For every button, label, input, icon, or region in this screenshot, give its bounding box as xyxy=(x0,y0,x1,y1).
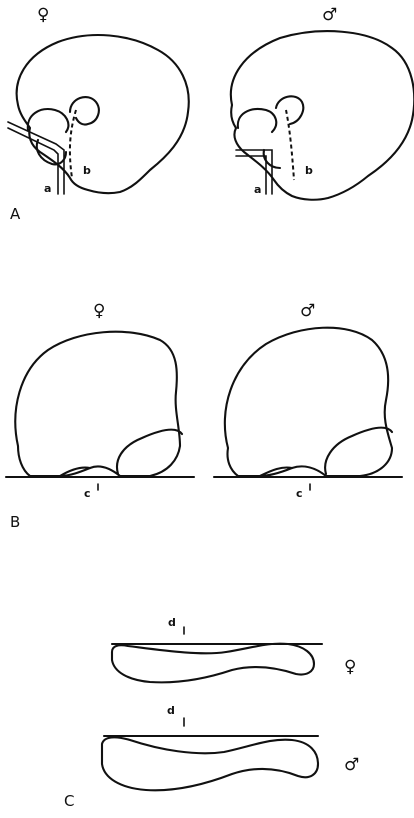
brain-outline xyxy=(225,328,392,476)
line-a-label: a xyxy=(254,183,261,196)
female-symbol: ♀ xyxy=(344,657,356,677)
panel-b-female-brain: c ♀ xyxy=(6,301,194,500)
temporal-fold xyxy=(238,96,303,132)
panel-c-female-section: d ♀ xyxy=(112,616,356,682)
line-b-label: b xyxy=(83,164,91,177)
male-symbol: ♂ xyxy=(322,5,337,25)
panel-b: c ♀ c ♂ B xyxy=(6,301,402,531)
panel-a-male-brain: a b ♂ xyxy=(231,5,414,200)
brain-outline xyxy=(15,332,180,476)
panel-b-male-brain: c ♂ xyxy=(214,301,402,500)
marker-d-label: d xyxy=(167,704,175,717)
panel-c-male-section: d ♂ xyxy=(102,704,359,790)
panel-a-label: A xyxy=(10,205,21,223)
panel-c-label: C xyxy=(64,792,74,810)
section-outline xyxy=(112,644,314,683)
male-symbol: ♂ xyxy=(344,755,359,775)
temporal-lobe xyxy=(117,430,182,474)
temporal-fold xyxy=(28,97,99,132)
marker-d-label: d xyxy=(168,616,176,629)
panel-a-female-brain: a b ♀ xyxy=(8,5,189,195)
line-b-label: b xyxy=(305,164,313,177)
line-a-label: a xyxy=(44,182,51,195)
brain-outline xyxy=(17,35,189,193)
line-b-dashed xyxy=(286,110,294,180)
male-symbol: ♂ xyxy=(300,301,315,321)
marker-c-label: c xyxy=(296,487,303,500)
female-symbol: ♀ xyxy=(37,5,49,25)
brain-outline xyxy=(231,31,414,200)
female-symbol: ♀ xyxy=(93,301,105,321)
line-a-inner xyxy=(236,156,266,194)
panel-c: d ♀ d ♂ C xyxy=(64,616,359,810)
panel-a: a b ♀ a b ♂ A xyxy=(8,5,414,223)
marker-c-label: c xyxy=(84,487,91,500)
section-outline xyxy=(102,737,318,790)
line-b-dashed xyxy=(70,110,76,178)
panel-b-label: B xyxy=(10,513,20,531)
